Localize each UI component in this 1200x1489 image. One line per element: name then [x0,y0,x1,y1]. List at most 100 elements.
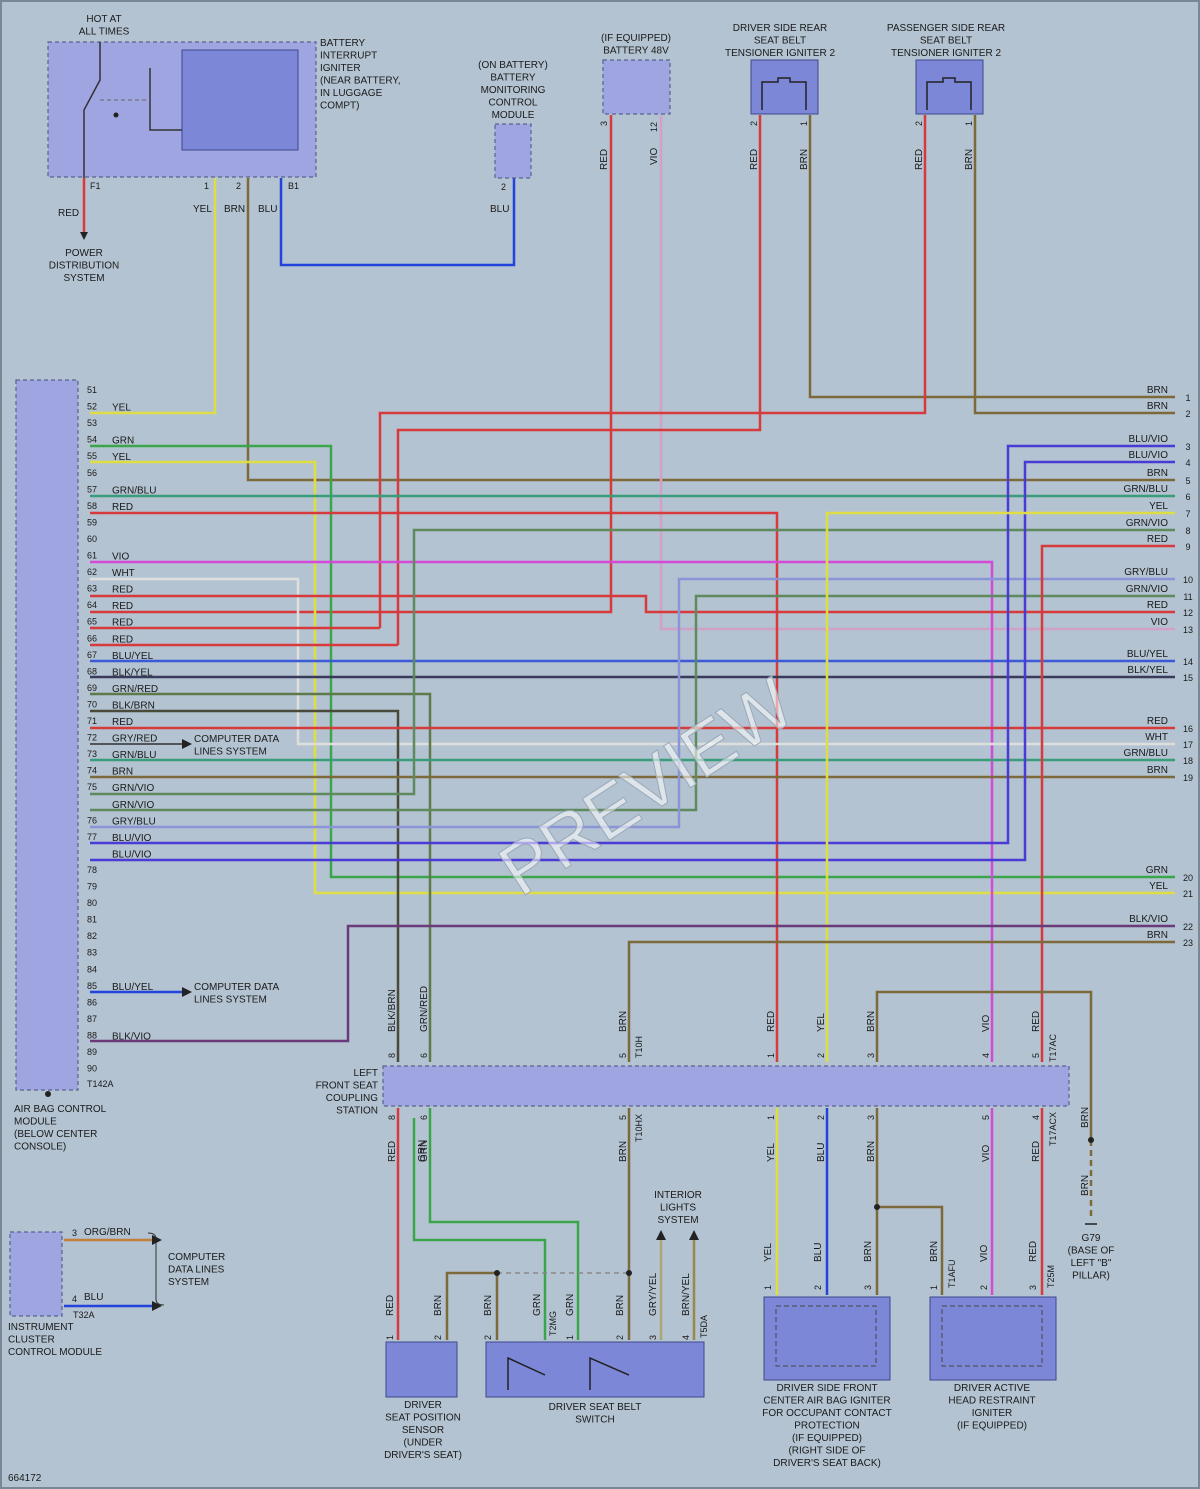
interior-arrow-icon-2 [689,1230,699,1240]
sbs-pin-2b: 2 [615,1335,625,1340]
abm-ground-icon [45,1091,51,1097]
coupling-bot-wire-5: BRN [866,1141,877,1162]
sbs-pin-4: 4 [681,1335,691,1340]
abm-wire-label-19: BLK/BRN [112,700,155,711]
hot-at-all-times-label-line-1: HOT AT [86,14,121,25]
cab-pin-1: 1 [763,1285,773,1290]
edge-wire-label-4: BLU/VIO [1129,450,1169,461]
abm-pin-79: 79 [87,882,97,892]
abm-wire-label-17: BLK/YEL [112,667,153,678]
center-airbag-label-line-4: PROTECTION [794,1421,860,1432]
sbs-pin-2a: 2 [483,1335,493,1340]
battery-igniter-label-line-1: BATTERY [320,38,366,49]
cab-pin-2: 2 [813,1285,823,1290]
hr-wire-red: RED [1028,1241,1039,1262]
center-airbag-inner [775,1305,877,1367]
pin-b48-12: 12 [649,122,659,132]
battery-igniter-body [181,49,299,151]
edge-pin-18: 18 [1183,756,1193,766]
wire-label-b48-vio: VIO [649,148,660,165]
coupling-top-wire-4: YEL [816,1013,827,1032]
abm-pin-58: 58 [87,501,97,511]
edge-wire-label-3: BLU/VIO [1129,434,1169,445]
connector-t5da: T5DA [699,1315,709,1338]
head-restraint-label-line-1: DRIVER ACTIVE [954,1383,1030,1394]
ground-label-line-4: PILLAR) [1072,1271,1110,1282]
seat-position-sensor-label-line-1: DRIVER [404,1400,442,1411]
cluster-arrow-icon-2 [152,1301,162,1311]
hr-wire-vio: VIO [979,1245,990,1262]
coupling-station [382,1065,1070,1107]
abm-wire-label-26: GRY/BLU [112,816,156,827]
wire-label-ground-brn2: BRN [1080,1175,1091,1196]
wire-vio-61 [90,560,994,1062]
edge-wire-label-15: BLK/YEL [1127,665,1168,676]
abm-pin-51: 51 [87,385,97,395]
passenger-rear-tensioner-label-line-1: PASSENGER SIDE REAR [887,23,1005,34]
abm-pin-52: 52 [87,402,97,412]
components [9,41,1097,1398]
coupling-top-pin-6: 4 [981,1053,991,1058]
center-airbag-label-line-2: CENTER AIR BAG IGNITER [763,1396,890,1407]
ground-label-line-3: LEFT "B" [1071,1258,1112,1269]
edge-wire-label-5: BRN [1147,468,1168,479]
seat-position-sensor-label-line-3: SENSOR [402,1425,444,1436]
power-distribution-label-line-3: SYSTEM [63,273,104,284]
abm-pin-72: 72 [87,733,97,743]
edge-wire-label-22: BLK/VIO [1129,914,1168,925]
sps-pin-1: 1 [385,1335,395,1340]
abm-pin-85: 85 [87,981,97,991]
abm-wire-label-23: BRN [112,767,133,778]
coupling-top-wire-6: VIO [981,1015,992,1032]
abm-pin-73: 73 [87,749,97,759]
seat-belt-switch [485,1341,705,1398]
coupling-bot-wire-3: YEL [766,1143,777,1162]
abm-wire-label-13: RED [112,601,133,612]
coupling-top-pin-5: 3 [866,1053,876,1058]
instrument-cluster-label-line-1: INSTRUMENT [8,1322,74,1333]
battery-monitoring-label-line-1: (ON BATTERY) [478,60,548,71]
battery-igniter-label-line-6: COMPT) [320,101,359,112]
wire-brn-sps [445,1271,499,1340]
coupling-bot-pin-6: 5 [981,1115,991,1120]
abm-wire-label-24: GRN/VIO [112,783,154,794]
pin-b1: B1 [288,181,299,191]
edge-pin-16: 16 [1183,724,1193,734]
coupling-bot-wire-2: BRN [618,1141,629,1162]
wire-red-63 [90,594,1175,614]
abm-pin-69: 69 [87,683,97,693]
abm-pin-54: 54 [87,435,97,445]
pin-drt-1: 1 [799,121,809,126]
ground-label-line-1: G79 [1082,1233,1101,1244]
driver-rear-tensioner-label-line-1: DRIVER SIDE REAR [733,23,827,34]
power-distribution-label-line-2: DISTRIBUTION [49,261,120,272]
abm-pin-62: 62 [87,567,97,577]
computer-data-1-label-line-1: COMPUTER DATA [194,734,280,745]
wire-label-mon-blu: BLU [490,204,509,215]
abm-wire-label-18: GRN/RED [112,684,158,695]
abm-pin-56: 56 [87,468,97,478]
coupling-top-pin-0: 8 [387,1053,397,1058]
abm-wire-label-11: WHT [112,568,135,579]
wire-brn-23 [627,940,1175,1062]
edge-pin-21: 21 [1183,889,1193,899]
abm-wire-label-4: YEL [112,452,131,463]
abm-pin-60: 60 [87,534,97,544]
battery-switch [83,42,101,178]
pin-f1: F1 [90,181,101,191]
interior-arrow-icon-1 [656,1230,666,1240]
coupling-bot-wire-6: VIO [981,1145,992,1162]
edge-pin-23: 23 [1183,938,1193,948]
coupling-bot-pin-0: 8 [387,1115,397,1120]
abm-pin-81: 81 [87,915,97,925]
abm-wire-label-27: BLU/VIO [112,833,152,844]
connector-t17acx: T17ACX [1048,1112,1058,1146]
wire-red-prt [378,115,927,628]
coupling-bot-pin-5: 3 [866,1115,876,1120]
battery-48v-label-line-2: BATTERY 48V [603,46,669,57]
computer-data-3-label-line-3: SYSTEM [168,1277,209,1288]
edge-wire-label-2: BRN [1147,401,1168,412]
cab-wire-yel: YEL [763,1243,774,1262]
